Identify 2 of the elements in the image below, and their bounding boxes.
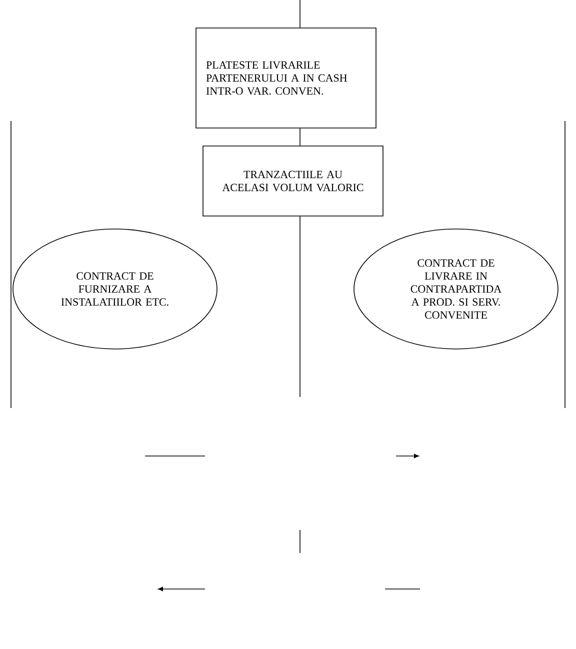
- process-box: TRANZACTIILE AU ACELASI VOLUM VALORIC: [202, 146, 384, 216]
- process-box: PLATESTE LIVRARILE PARTENERULUI A IN CASH INTR-O VAR. CONVEN.: [196, 28, 376, 128]
